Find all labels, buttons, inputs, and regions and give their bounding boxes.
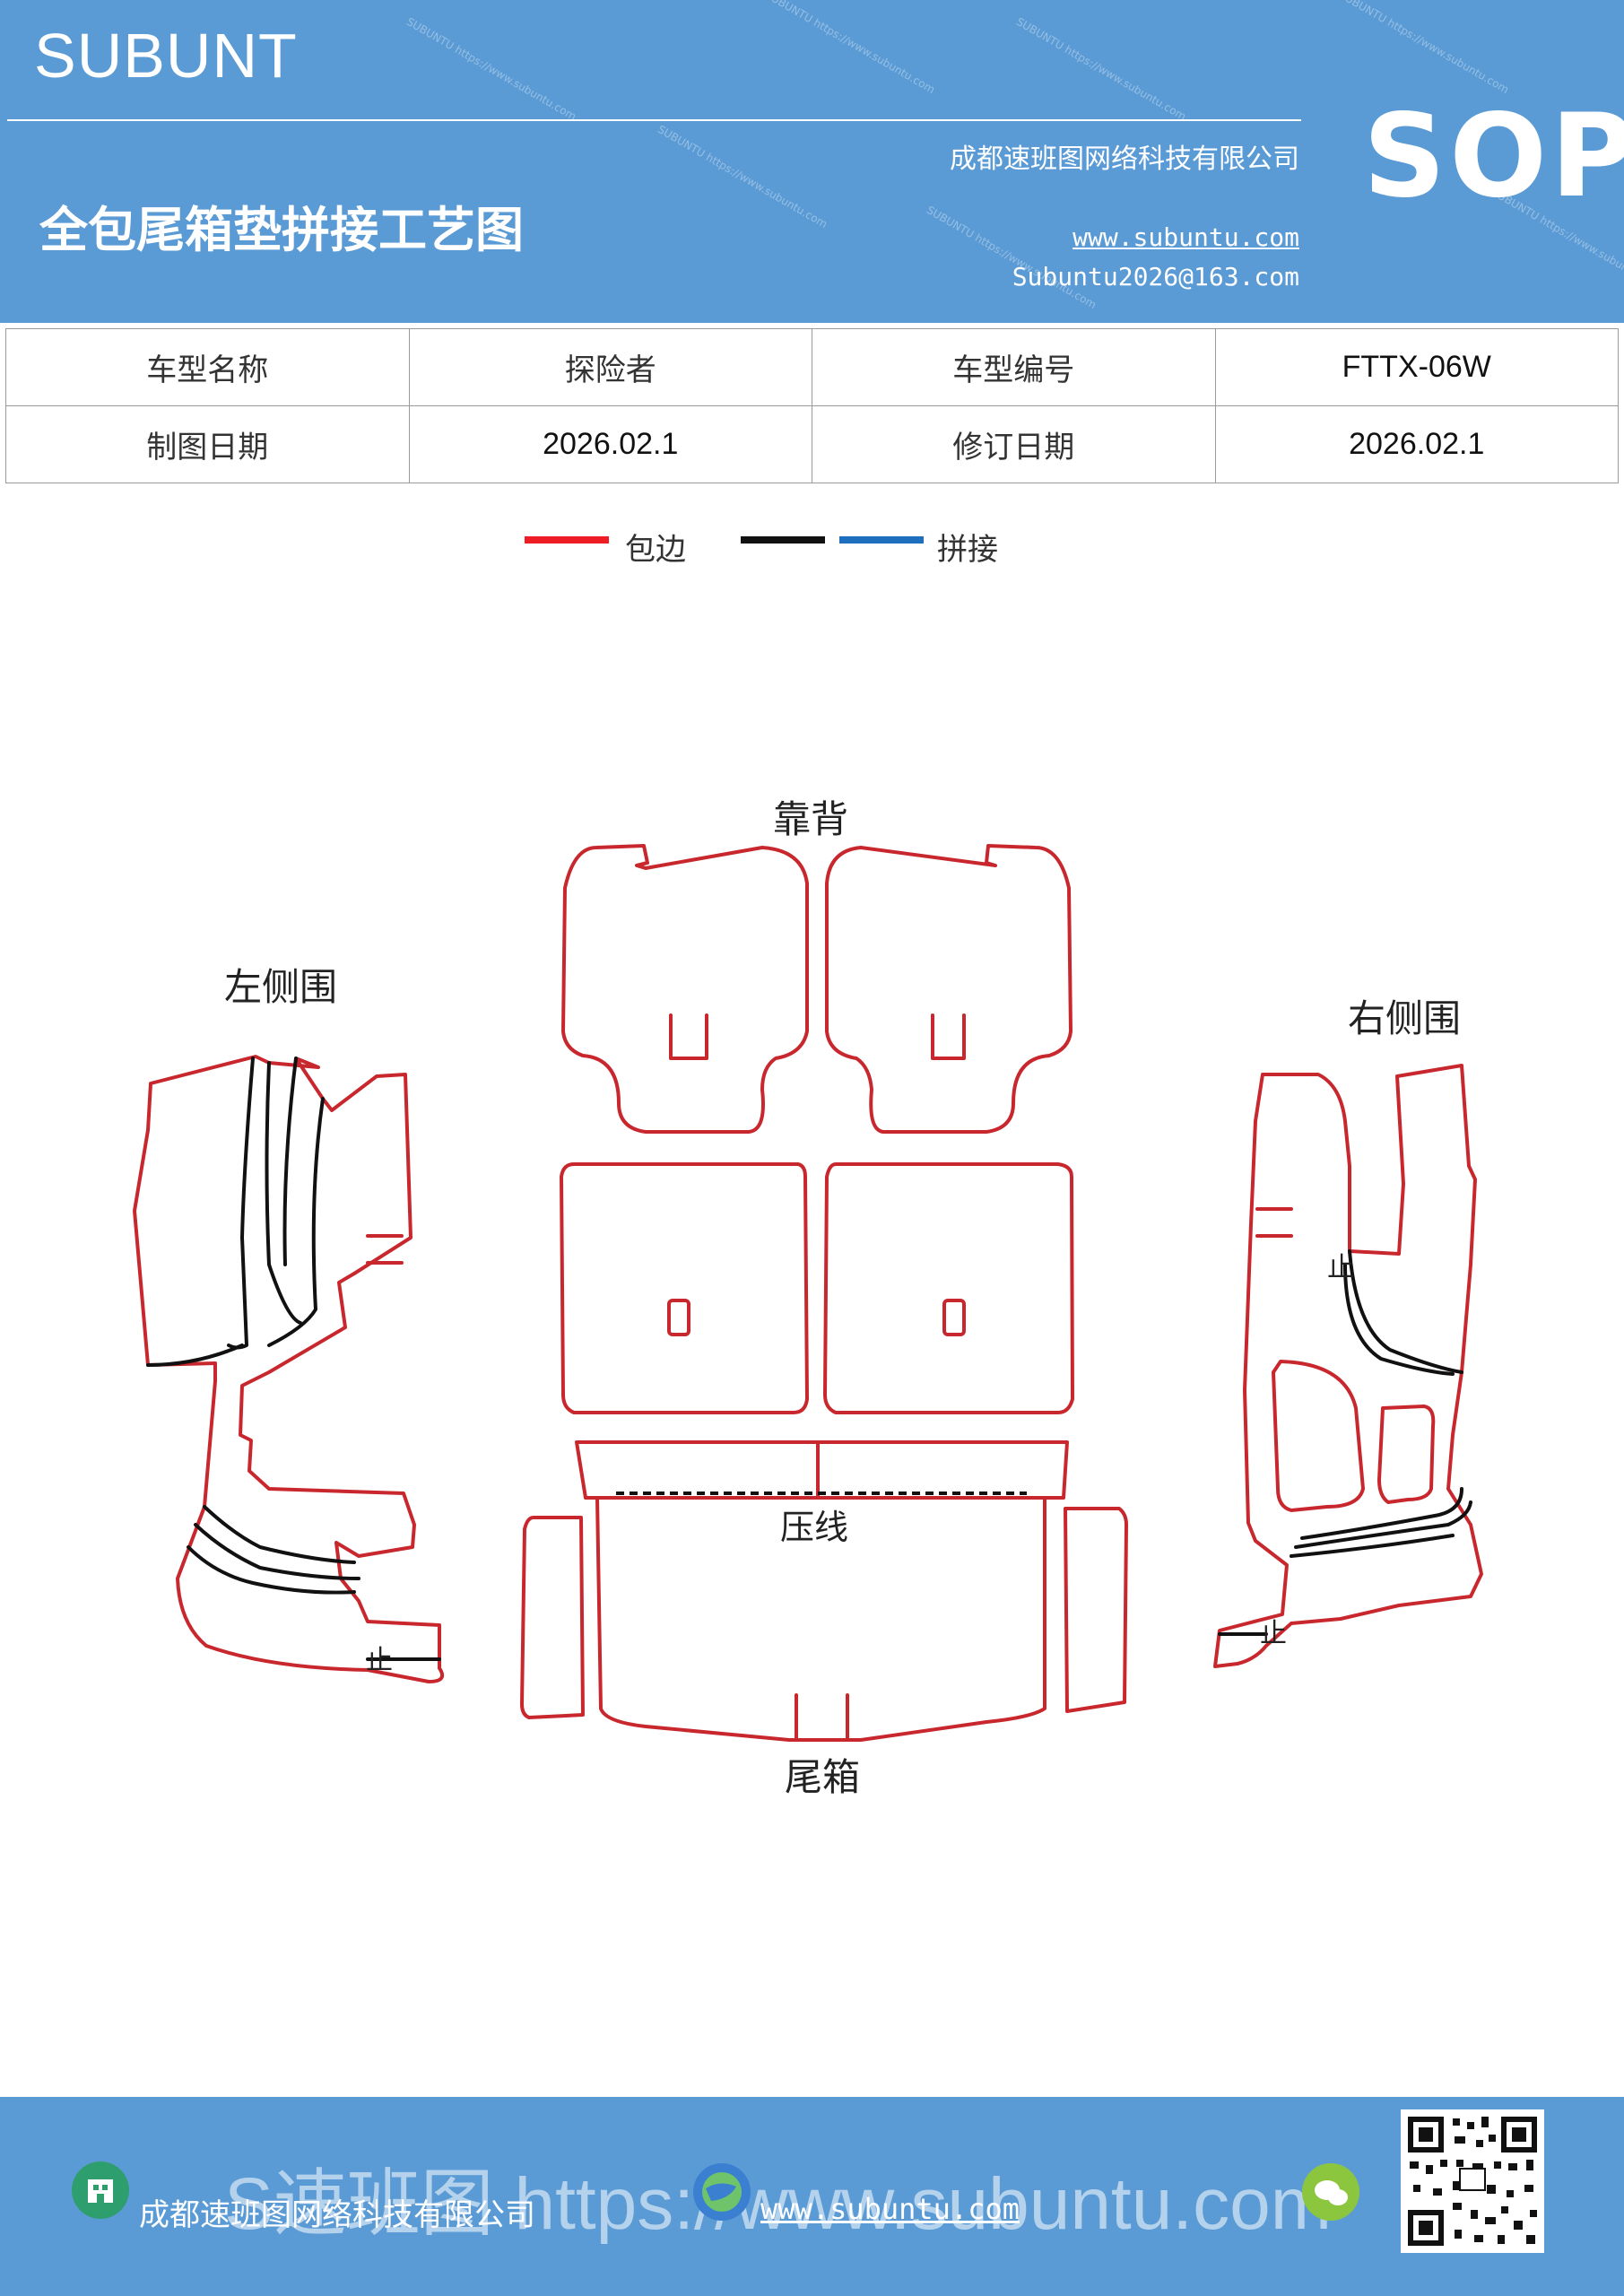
backrest-upper-left-piece [561, 844, 809, 1134]
right-seam-lower-2 [1294, 1500, 1472, 1549]
page-title: 全包尾箱垫拼接工艺图 [39, 201, 524, 258]
right-side-wall-piece [1213, 1064, 1483, 1668]
sop-badge: SOP [1363, 90, 1624, 223]
right-seam-upper-1 [1348, 1249, 1463, 1374]
draw-date-label: 制图日期 [5, 405, 410, 483]
stop-mark-right-lower: 止 [1260, 1618, 1287, 1649]
footer-website-link[interactable]: www.subuntu.com [760, 2192, 1020, 2226]
left-seam-2 [265, 1061, 302, 1325]
left-seam-lower-1 [203, 1505, 356, 1564]
model-code-label: 车型编号 [812, 328, 1216, 406]
trunk-left-side-piece [520, 1516, 585, 1719]
header-banner: SUBUNTU https://www.subuntu.com SUBUNTU … [0, 0, 1624, 323]
left-seam-bottom [146, 1344, 244, 1367]
right-seam-lower-3 [1290, 1534, 1455, 1558]
header-divider [7, 119, 1301, 121]
contact-email[interactable]: Subuntu2026@163.com [1012, 262, 1299, 291]
middle-left-piece [560, 1162, 809, 1414]
qr-code[interactable] [1401, 2109, 1544, 2253]
revision-date-value: 2026.02.1 [1214, 405, 1619, 483]
left-seam-lower-2 [194, 1523, 360, 1580]
draw-date-value: 2026.02.1 [408, 405, 812, 483]
vehicle-info-table: 车型名称 探险者 车型编号 FTTX-06W 制图日期 2026.02.1 修订… [5, 328, 1619, 483]
legend-swatch-red [525, 536, 609, 544]
trunk-top-strip [575, 1440, 1069, 1500]
brand-name: SUBUNT [34, 21, 298, 91]
right-seam-upper-2 [1343, 1263, 1455, 1376]
left-seam-lower-3 [187, 1545, 356, 1595]
backrest-slot-right [931, 1013, 966, 1060]
trunk-slot [795, 1693, 849, 1740]
middle-left-hole [667, 1299, 690, 1336]
left-seam-1 [227, 1057, 255, 1350]
right-side-inner-pad-small [1377, 1405, 1436, 1504]
globe-icon [693, 2163, 751, 2221]
backrest-label: 靠背 [773, 797, 849, 841]
backrest-slot-left [669, 1013, 708, 1060]
left-side-label: 左侧围 [224, 965, 338, 1009]
legend-label-seam: 拼接 [937, 532, 998, 568]
trunk-label: 尾箱 [785, 1755, 861, 1799]
company-building-icon [72, 2161, 129, 2219]
right-side-tab [1255, 1207, 1293, 1238]
stop-mark-left: 止 [366, 1645, 393, 1676]
middle-right-hole [942, 1299, 966, 1336]
left-side-wall-piece [133, 1055, 444, 1683]
table-row: 车型名称 探险者 车型编号 FTTX-06W [5, 328, 1619, 406]
website-link[interactable]: www.subuntu.com [1073, 222, 1299, 252]
footer-company-name: 成都速班图网络科技有限公司 [139, 2197, 535, 2233]
right-side-inner-pad [1272, 1360, 1365, 1512]
backrest-upper-right-piece [825, 844, 1073, 1134]
left-seam-4 [282, 1057, 298, 1266]
table-row: 制图日期 2026.02.1 修订日期 2026.02.1 [5, 405, 1619, 483]
revision-date-label: 修订日期 [812, 405, 1216, 483]
right-side-label: 右侧围 [1348, 996, 1462, 1040]
trunk-main-piece [595, 1496, 1046, 1742]
trunk-right-side-piece [1064, 1507, 1128, 1713]
model-name-value: 探险者 [408, 328, 812, 406]
legend-swatch-black [741, 536, 825, 544]
left-side-tab [366, 1234, 404, 1265]
press-line-label: 压线 [780, 1508, 849, 1547]
footer-watermark: S速班图 https://www.subuntu.com [224, 2163, 1333, 2245]
stop-mark-right-upper: 止 [1327, 1252, 1354, 1283]
model-name-label: 车型名称 [5, 328, 410, 406]
model-code-value: FTTX-06W [1214, 328, 1619, 406]
wechat-icon [1302, 2163, 1359, 2221]
legend-label-edge: 包边 [625, 532, 686, 568]
legend-swatch-blue [839, 536, 924, 544]
company-name: 成都速班图网络科技有限公司 [950, 144, 1299, 175]
left-seam-3 [267, 1097, 325, 1347]
middle-right-piece [823, 1162, 1074, 1414]
right-seam-lower-1 [1300, 1487, 1463, 1540]
